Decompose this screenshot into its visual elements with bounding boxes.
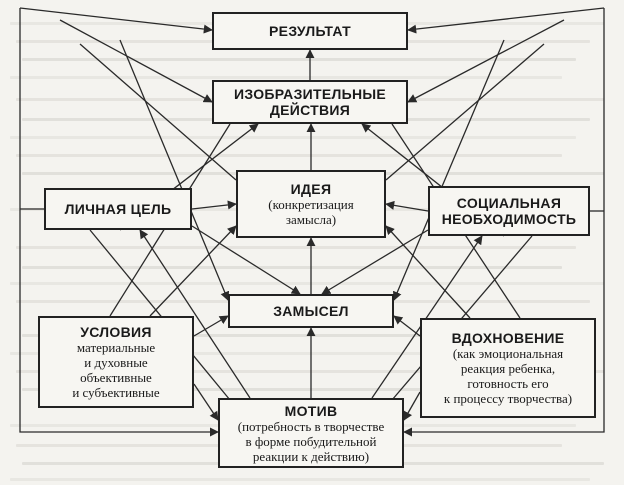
idea-title: ИДЕЯ (290, 181, 332, 197)
diag-left-idea (79, 43, 237, 181)
actions-title-line2: ДЕЙСТВИЯ (269, 102, 351, 118)
motive-line1: (потребность в творчестве (237, 418, 385, 434)
bleed-text-line (22, 334, 576, 337)
actions-title-line1: ИЗОБРАЗИТЕЛЬНЫЕ (233, 86, 387, 102)
bleed-text-line (22, 388, 590, 391)
left-frame-to-motive (19, 8, 219, 437)
motive-node: МОТИВ (потребность в творчестве в форме … (218, 398, 404, 468)
right-frame-to-motive (403, 8, 605, 437)
inspiration-line4: к процессу творчества) (443, 391, 573, 406)
inspiration-node: ВДОХНОВЕНИЕ (как эмоциональная реакция р… (420, 318, 596, 418)
concept-node: ЗАМЫСЕЛ (228, 294, 394, 328)
diag-top-left-to-concept (119, 39, 230, 301)
motive-left-long (89, 229, 231, 401)
motive-line2: в форме побудительной (245, 433, 377, 449)
conditions-line4: и субъективные (72, 385, 160, 400)
conditions-to-idea (149, 225, 237, 317)
conditions-to-motive (193, 383, 219, 421)
inspiration-line2: реакция ребенка, (460, 361, 556, 376)
bleed-text-line (22, 266, 562, 269)
right-top-to-actions (407, 19, 565, 103)
inspiration-line3: готовность его (467, 376, 549, 391)
conditions-to-concept (193, 315, 229, 337)
bleed-text-line (10, 352, 562, 355)
goal-to-concept (191, 225, 301, 295)
bleed-text-line (16, 370, 604, 373)
conditions-line2: и духовные (84, 355, 148, 370)
motive-to-social (371, 235, 483, 399)
bleed-text-line (10, 478, 590, 481)
frame-to-result-right (407, 7, 605, 34)
frame-to-result-left (19, 7, 213, 34)
concept-title: ЗАМЫСЕЛ (273, 303, 349, 319)
actions-node: ИЗОБРАЗИТЕЛЬНЫЕ ДЕЙСТВИЯ (212, 80, 408, 124)
bleed-text-line (22, 58, 576, 61)
conditions-node: УСЛОВИЯ материальные и духовные объектив… (38, 316, 194, 408)
social-to-concept (321, 229, 429, 295)
idea-line2: замысла) (285, 212, 337, 227)
social-title-line1: СОЦИАЛЬНАЯ (456, 195, 562, 211)
social-necessity-node: СОЦИАЛЬНАЯ НЕОБХОДИМОСТЬ (428, 186, 590, 236)
bleed-text-line (16, 246, 576, 249)
diag-top-right-to-concept (393, 39, 505, 301)
motive-title: МОТИВ (284, 402, 338, 419)
bleed-text-line (10, 282, 604, 285)
goal-title: ЛИЧНАЯ ЦЕЛЬ (64, 201, 172, 217)
diag-right-idea (385, 43, 545, 181)
result-title: РЕЗУЛЬТАТ (269, 23, 351, 39)
conditions-line1: материальные (76, 340, 156, 355)
conditions-title: УСЛОВИЯ (80, 324, 152, 340)
inspiration-title: ВДОХНОВЕНИЕ (451, 330, 565, 346)
bleed-text-line (16, 154, 562, 157)
idea-node: ИДЕЯ (конкретизация замысла) (236, 170, 386, 238)
result-node: РЕЗУЛЬТАТ (212, 12, 408, 50)
inspiration-to-idea (385, 225, 471, 319)
left-top-to-actions (59, 19, 213, 103)
idea-line1: (конкретизация (268, 197, 354, 212)
bleed-text-line (10, 136, 576, 139)
social-title-line2: НЕОБХОДИМОСТЬ (441, 211, 577, 227)
goal-to-idea (191, 200, 237, 210)
personal-goal-node: ЛИЧНАЯ ЦЕЛЬ (44, 188, 192, 230)
inspiration-to-motive (403, 391, 421, 421)
social-to-idea (385, 200, 429, 212)
inspiration-line1: (как эмоциональная (452, 346, 564, 361)
conditions-line3: объективные (80, 370, 152, 385)
motive-to-goal (139, 229, 251, 399)
motive-line3: реакции к действию) (252, 448, 370, 464)
bleed-text-line (10, 76, 562, 79)
